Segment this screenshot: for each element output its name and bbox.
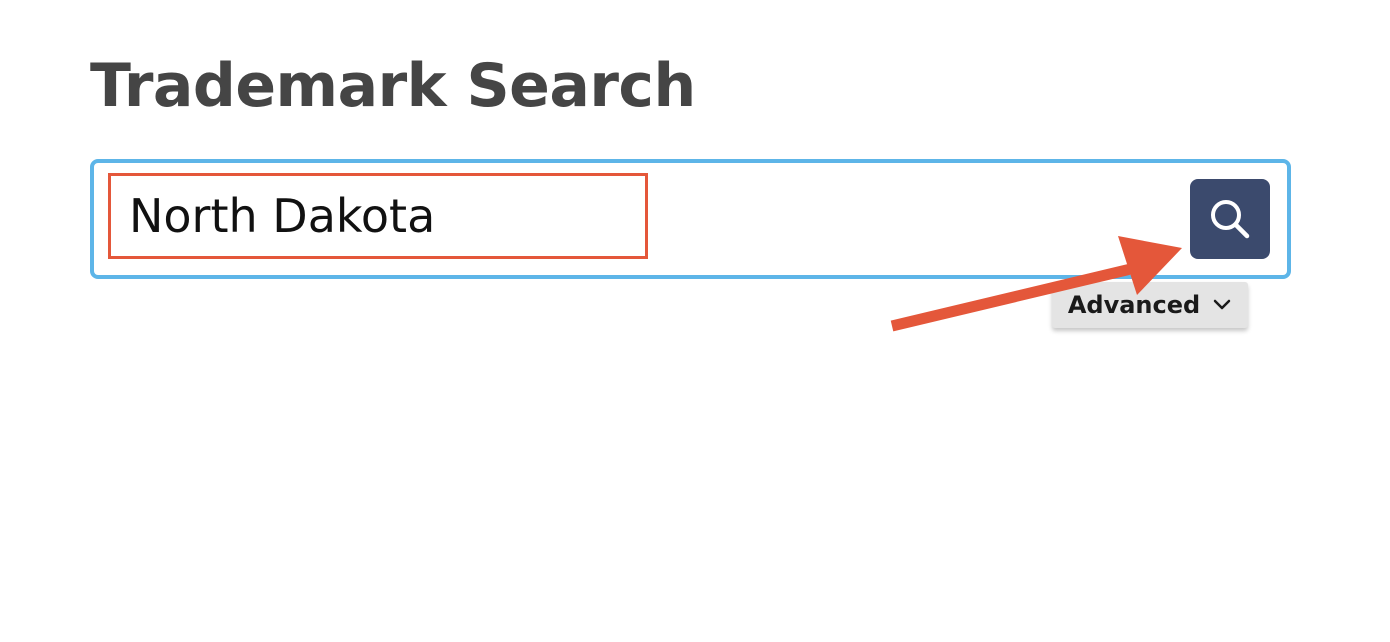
advanced-search-toggle[interactable]: Advanced [1052, 282, 1248, 328]
page-title: Trademark Search [90, 51, 696, 121]
search-button[interactable] [1190, 179, 1270, 259]
search-input[interactable] [108, 173, 648, 259]
advanced-label: Advanced [1067, 291, 1201, 319]
chevron-down-icon [1213, 299, 1231, 310]
search-icon [1211, 200, 1250, 239]
search-bar [90, 159, 1291, 279]
